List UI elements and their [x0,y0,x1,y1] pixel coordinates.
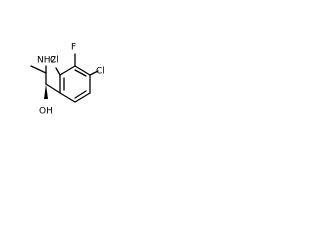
bond-ring-to-cl-ortho [55,67,61,76]
ring-bond-1 [59,65,76,76]
ring-bond-4 [74,92,91,103]
bond-ring-to-carbinol [45,83,61,94]
chemical-structure: NH2 OH Cl F Cl [30,43,105,117]
stereo-wedge-to-oh [44,84,48,99]
label-oh: OH [39,107,53,117]
ring-double-bond-2 [74,90,87,99]
ring-bond-2 [74,65,91,76]
structure-canvas: NH2 OH Cl F Cl [0,0,152,152]
label-cl-ortho: Cl [50,56,59,66]
label-nh2: NH2 [37,56,56,66]
ring-bond-5 [59,92,76,103]
label-f: F [71,43,76,53]
benzene-ring [59,65,91,103]
bond-amine-carbon-to-methyl [30,65,47,74]
label-cl-para: Cl [96,67,105,77]
ring-double-bond-1 [74,69,87,77]
bond-ring-to-cl-para [89,70,99,76]
